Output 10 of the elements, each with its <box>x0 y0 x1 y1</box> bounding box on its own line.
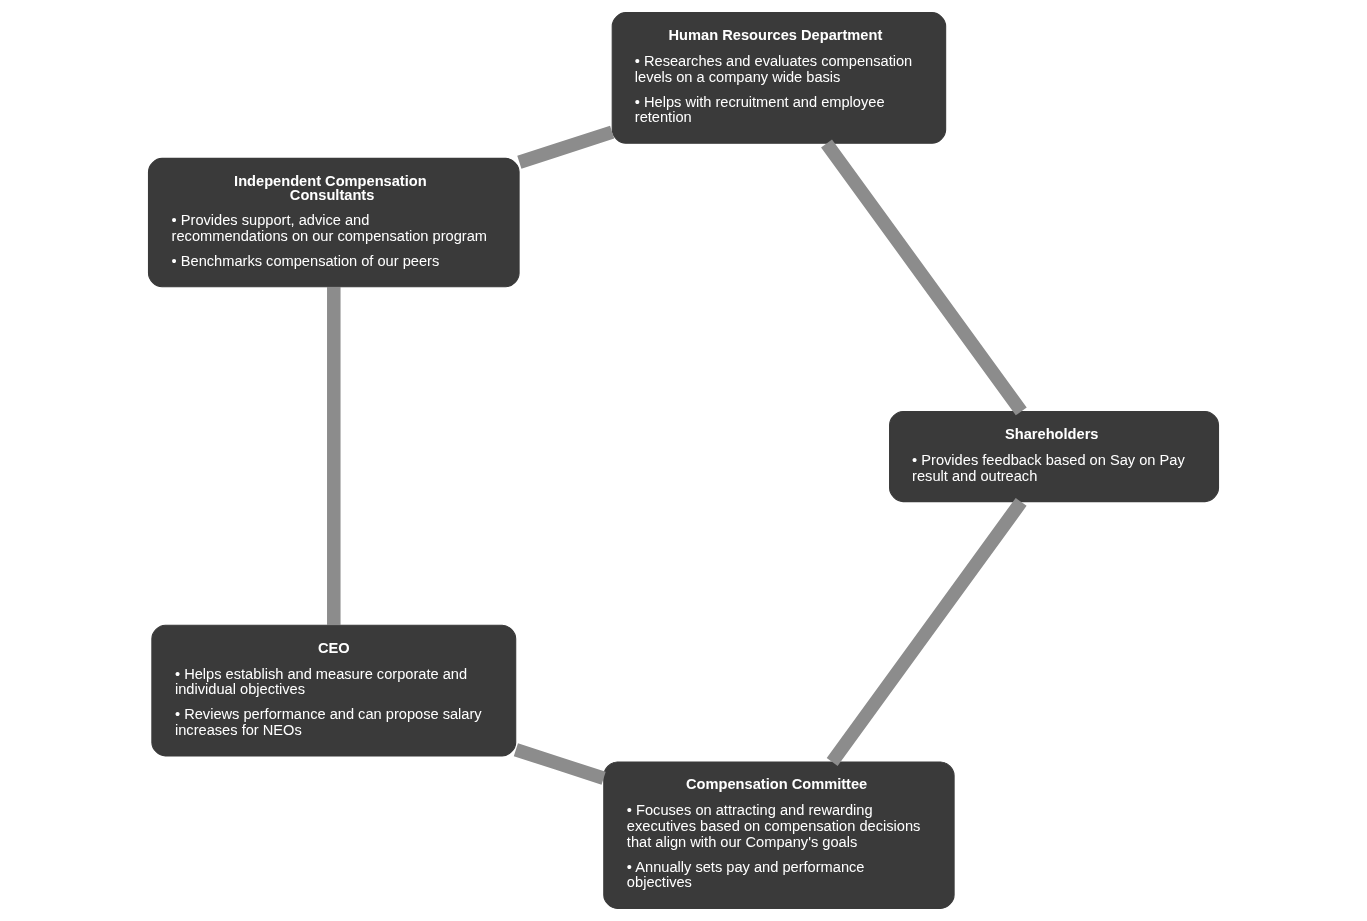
node-box: Shareholders • Provides feedback based on Say on Pay result and outreach <box>889 410 1220 503</box>
connector <box>517 125 615 169</box>
node-box: Independent Compensation Consultants • Provides support, advice and recommendations on our compensation program • Benchmarks compensation of our peers <box>147 157 520 288</box>
node-box: Human Resources Department • Researches and evaluates compensation levels on a company wide basis • Helps with recruitment and employee retention <box>611 12 947 144</box>
node-box: CEO • Helps establish and measure corporate and individual objectives • Reviews performance and can propose salary increases for NEOs <box>151 624 517 757</box>
connector <box>513 743 606 785</box>
node-box: Compensation Committee • Focuses on attracting and rewarding executives based on compensation decisions that align with our Company's goals • Annually sets pay and performance objectives <box>603 761 955 909</box>
connector <box>821 139 1027 416</box>
connector <box>826 497 1027 766</box>
connector <box>327 286 341 625</box>
